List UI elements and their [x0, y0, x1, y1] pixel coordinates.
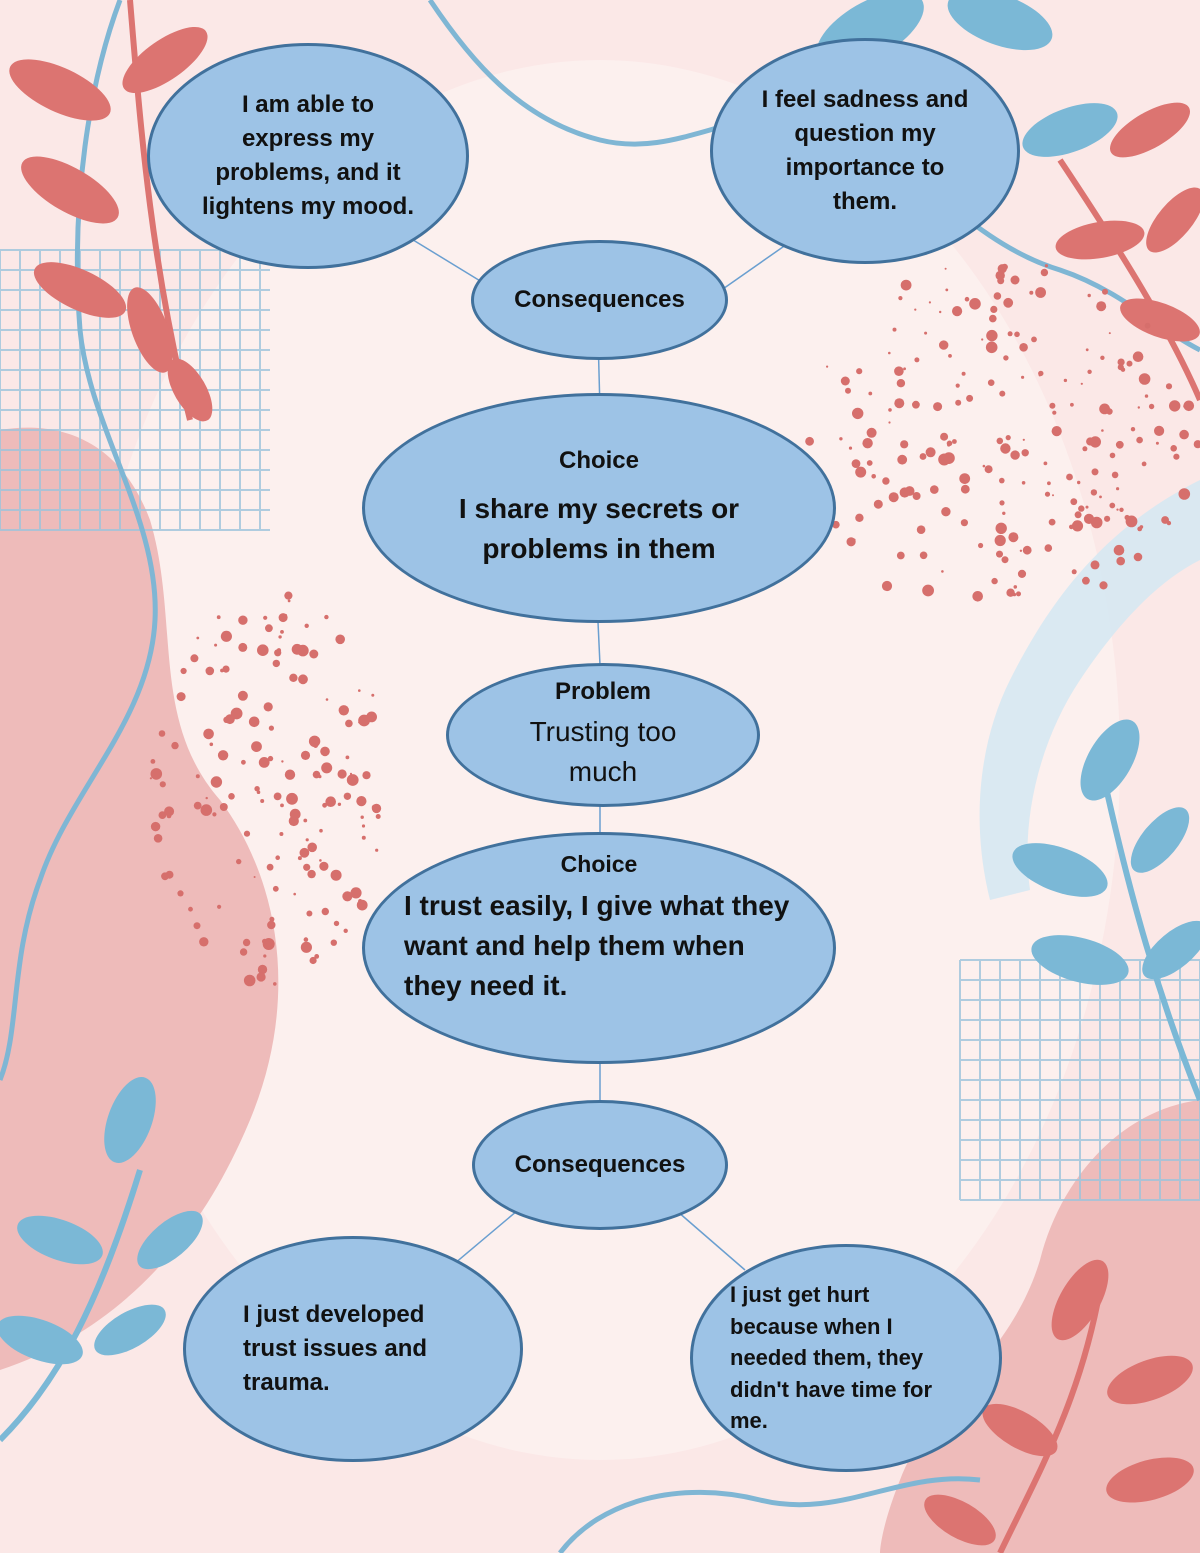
connector-bottom-right: [669, 1204, 746, 1271]
node-problem: Problem Trusting too much: [446, 663, 760, 807]
choice-bottom-label: Choice: [560, 851, 638, 877]
consequences-top-label: Consequences: [514, 286, 685, 313]
red-splatter-dots: [149, 263, 1200, 987]
right-grid-pattern: [959, 959, 1200, 1201]
problem-text: Trusting too much: [529, 716, 677, 787]
node-choice-top: Choice I share my secrets or problems in…: [362, 393, 836, 623]
choice-top-label: Choice: [558, 447, 639, 474]
right-pink-blob: [880, 1100, 1200, 1553]
node-bottom-right-consequence: I just get hurt because when I needed th…: [690, 1244, 1002, 1472]
blue-leaf-branch-right: [1012, 719, 1200, 1102]
red-leaf-branch-right: [1055, 102, 1200, 402]
node-bottom-right-text: I just get hurt because when I needed th…: [730, 1282, 933, 1434]
choice-top-text: I share my secrets or problems in them: [458, 493, 740, 564]
left-pink-blob: [0, 427, 279, 1370]
blue-brush-stroke: [979, 480, 1200, 900]
node-bottom-left-text: I just developed trust issues and trauma…: [243, 1301, 428, 1396]
blue-leaf-branch-bottom-left: [0, 1077, 203, 1443]
node-bottom-left-consequence: I just developed trust issues and trauma…: [183, 1236, 523, 1462]
problem-label: Problem: [554, 678, 652, 705]
node-top-left-consequence: I am able to express my problems, and it…: [147, 43, 469, 269]
choice-bottom-text: I trust easily, I give what they want an…: [404, 890, 790, 1001]
node-top-left-text: I am able to express my problems, and it…: [201, 91, 414, 220]
red-leaf-branch-bottom-right: [924, 1259, 1194, 1553]
node-choice-bottom: Choice I trust easily, I give what they …: [362, 832, 836, 1064]
consequences-bottom-label: Consequences: [514, 1151, 686, 1178]
connector-choice-problem: [597, 621, 601, 666]
blue-curve-bottom: [558, 1476, 981, 1553]
node-consequences-top: Consequences: [471, 240, 728, 360]
node-top-right-text: I feel sadness and question my importanc…: [761, 86, 969, 215]
red-leaf-branch-top-left: [9, 0, 213, 422]
node-top-right-consequence: I feel sadness and question my importanc…: [710, 38, 1020, 264]
node-consequences-bottom: Consequences: [472, 1100, 728, 1230]
